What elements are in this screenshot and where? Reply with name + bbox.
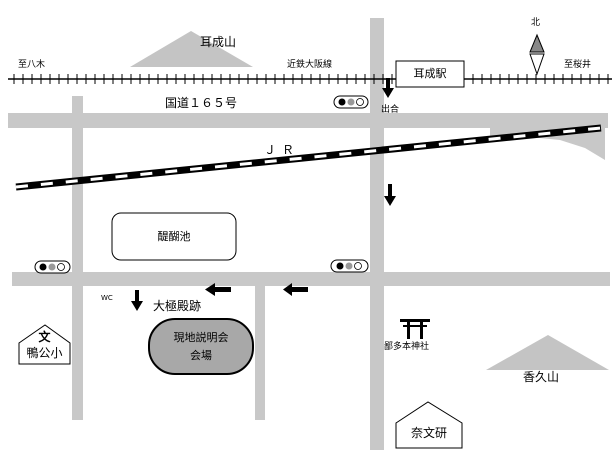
south-road <box>12 272 610 286</box>
mountain-kagu <box>486 335 609 370</box>
route-arrows <box>131 78 396 311</box>
traffic-light-route165 <box>333 95 369 109</box>
north-label: 北 <box>531 18 541 28</box>
traffic-light-west <box>34 260 71 274</box>
arrow-down-mid <box>384 184 396 206</box>
torii-icon <box>400 319 430 339</box>
venue-shape <box>148 318 254 375</box>
arrow-left-east <box>283 283 308 296</box>
middle-road <box>255 286 265 420</box>
label-east-destination: 至桜井 <box>564 60 592 70</box>
mountain-miminashi <box>130 31 253 67</box>
label-restroom: WC <box>101 294 113 302</box>
label-miminashi-mountain: 耳成山 <box>200 35 237 49</box>
pond-box <box>111 212 237 261</box>
school-symbol: 文 <box>38 330 51 344</box>
label-venue-line2: 会場 <box>190 348 212 362</box>
arrow-down-site <box>131 290 143 311</box>
label-shrine: 鄙多本神社 <box>384 342 430 352</box>
label-institute: 奈文研 <box>410 426 447 440</box>
label-station: 耳成駅 <box>413 67 447 80</box>
label-venue-line1: 現地説明会 <box>173 330 229 344</box>
school-outline <box>18 324 71 365</box>
traffic-light-east <box>330 259 369 273</box>
label-kintetsu-line: 近鉄大阪線 <box>287 60 333 70</box>
institute-outline <box>395 401 463 449</box>
main-north-south-road <box>370 18 384 450</box>
arrow-down-station <box>382 78 394 98</box>
jr-railway <box>15 124 602 191</box>
label-pond: 醍醐池 <box>157 229 191 243</box>
venue-label-box: 現地説明会 会場 <box>149 319 253 374</box>
label-exit: 出合 <box>381 105 400 115</box>
label-site: 大極殿跡 <box>153 299 202 313</box>
label-jr-line: ＪＲ <box>264 143 301 157</box>
north-compass <box>529 33 545 76</box>
label-kagu-mountain: 香久山 <box>523 370 560 384</box>
station-box <box>395 60 465 88</box>
arrow-left-west <box>205 283 231 296</box>
west-road <box>72 96 83 420</box>
label-school: 鴨公小 <box>26 346 63 360</box>
label-route-165: 国道１６５号 <box>165 96 238 110</box>
roads <box>8 18 610 450</box>
kintetsu-railway <box>8 74 612 84</box>
label-west-destination: 至八木 <box>18 60 46 70</box>
route-165-road <box>8 113 608 128</box>
